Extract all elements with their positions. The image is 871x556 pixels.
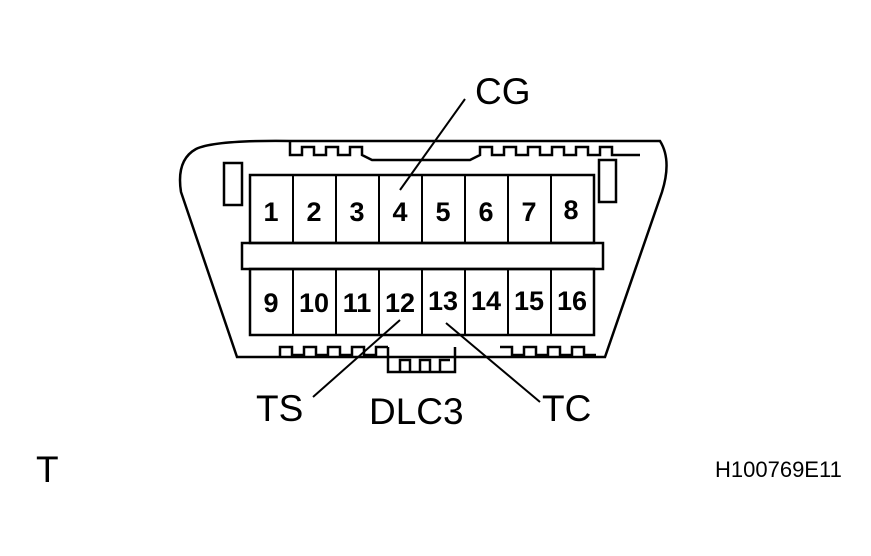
pin-2-label: 2 xyxy=(306,197,321,227)
figure-code: H100769E11 xyxy=(715,457,842,482)
top-keying-notches xyxy=(288,141,640,162)
pin-6-label: 6 xyxy=(478,197,493,227)
pin-16-label: 16 xyxy=(557,286,587,316)
pin-13-label: 13 xyxy=(428,286,458,316)
bottom-pin-row xyxy=(248,267,596,337)
bottom-key-tab xyxy=(386,347,457,374)
tc-callout-label: TC xyxy=(542,388,591,429)
pin-9-label: 9 xyxy=(263,288,278,318)
pin-7-label: 7 xyxy=(521,197,536,227)
ts-callout-label: TS xyxy=(256,388,303,429)
ts-leader-line xyxy=(312,319,401,398)
center-divider-bar xyxy=(240,241,605,271)
bottom-keying-notches xyxy=(278,345,596,357)
left-latch-slot xyxy=(222,161,244,207)
connector-housing xyxy=(178,139,668,359)
pin-12-label: 12 xyxy=(385,288,415,318)
pin-5-label: 5 xyxy=(435,197,450,227)
corner-letter: T xyxy=(36,449,59,490)
pin-1-label: 1 xyxy=(263,197,278,227)
cg-leader-line xyxy=(399,98,466,191)
pin-10-label: 10 xyxy=(299,288,329,318)
cg-callout-label: CG xyxy=(475,71,531,112)
pin-15-label: 15 xyxy=(514,286,544,316)
pin-4-label: 4 xyxy=(392,197,407,227)
connector-name-label: DLC3 xyxy=(369,391,464,432)
pin-11-label: 11 xyxy=(343,288,372,318)
top-pin-row xyxy=(248,173,596,245)
pin-14-label: 14 xyxy=(471,286,501,316)
right-latch-slot xyxy=(597,158,618,204)
tc-leader-line xyxy=(445,322,541,403)
pin-8-label: 8 xyxy=(563,195,578,225)
pin-3-label: 3 xyxy=(349,197,364,227)
